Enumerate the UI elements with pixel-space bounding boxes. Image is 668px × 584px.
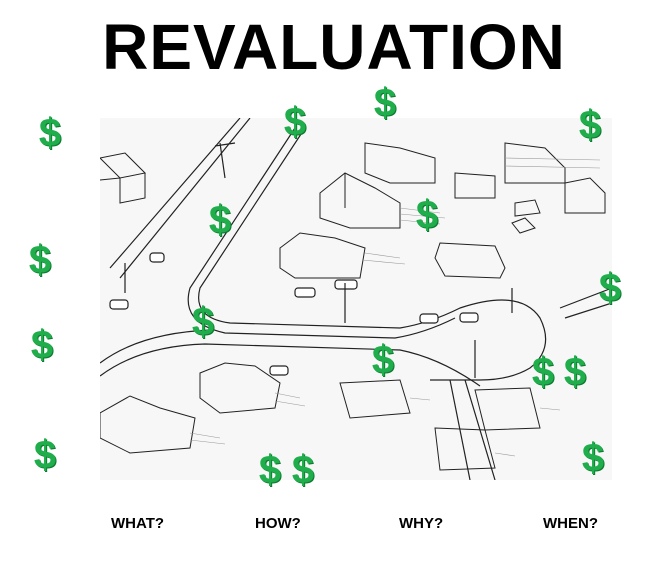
dollar-sign-icon: $: [373, 81, 397, 125]
dollar-sign-icon: $: [30, 323, 54, 367]
dollar-sign-icon: $: [38, 111, 62, 155]
dollar-sign-icon: $: [258, 448, 282, 492]
dollar-sign-icon: $: [291, 448, 315, 492]
question-when: WHEN?: [543, 515, 598, 532]
dollar-sign-icon: $: [598, 266, 622, 310]
neighborhood-sketch: [100, 118, 612, 480]
dollar-sign-icon: $: [563, 350, 587, 394]
question-why: WHY?: [399, 515, 444, 532]
dollar-sign-icon: $: [33, 433, 57, 477]
dollar-sign-icon: $: [581, 436, 605, 480]
dollar-sign-icon: $: [415, 193, 439, 237]
dollar-sign-icon: $: [578, 103, 602, 147]
poster-title: REVALUATION: [102, 11, 566, 83]
dollar-sign-icon: $: [191, 300, 215, 344]
question-how: HOW?: [255, 515, 301, 532]
dollar-sign-icon: $: [531, 350, 555, 394]
dollar-sign-icon: $: [208, 198, 232, 242]
question-what: WHAT?: [111, 515, 165, 532]
dollar-sign-icon: $: [371, 338, 395, 382]
dollar-sign-icon: $: [283, 100, 307, 144]
dollar-sign-icon: $: [28, 238, 52, 282]
